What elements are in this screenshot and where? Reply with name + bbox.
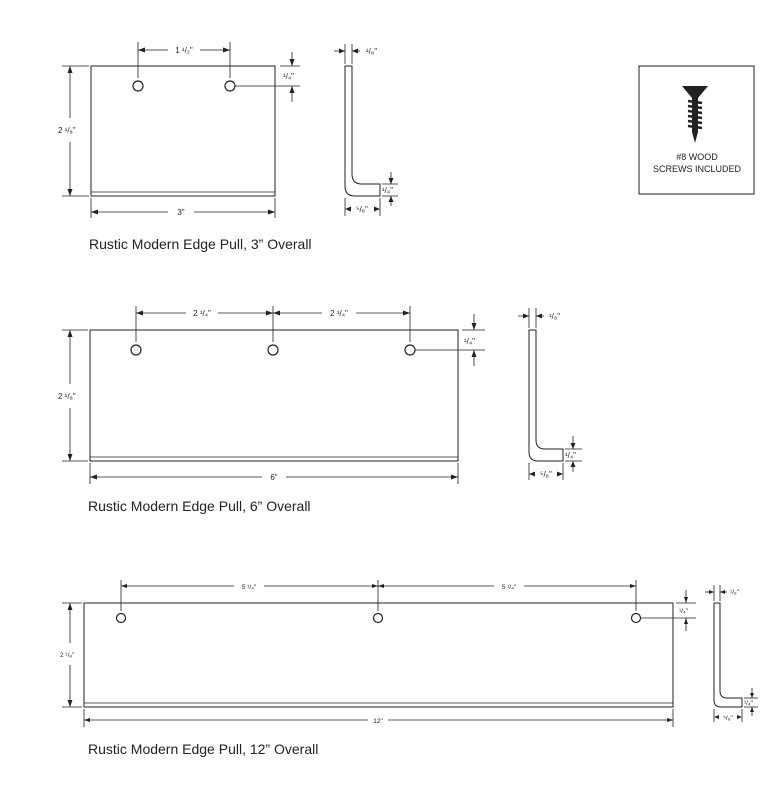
hole-spacing-label: 5 ¹/₄" [502, 584, 517, 591]
pull-12in-title: Rustic Modern Edge Pull, 12” Overall [88, 741, 318, 757]
pull-6in-width-dimension: 6" [89, 463, 459, 484]
screw-hole [630, 612, 642, 624]
screw-hole [404, 344, 416, 356]
overall-width-label: 6" [270, 473, 277, 482]
pull-12in-hole-offset-dimension: ¹/₄" [676, 590, 696, 631]
profile-lip-label: ¹/₄" [565, 451, 576, 460]
height-label: 2 ¹/₈" [60, 652, 75, 659]
screw-hole [115, 612, 127, 624]
screw-note-line2: SCREWS INCLUDED [653, 164, 742, 174]
pull-6in-hole-offset-dimension: ¹/₄" [462, 314, 485, 366]
screw-note-box: #8 WOOD SCREWS INCLUDED [638, 65, 755, 195]
pull-12in-width-dimension: 12" [83, 709, 674, 727]
pull-3in-width-dimension: 3" [90, 198, 276, 218]
pull-12in-profile-dimensions: ¹/₈" ¹/₄" ⁵/₈" [705, 585, 758, 722]
screw-hole [130, 344, 142, 356]
plate-outline [83, 602, 674, 708]
profile-thickness-label: ¹/₈" [549, 312, 560, 321]
profile-thickness-label: ¹/₈" [730, 589, 740, 596]
pull-12in-height-dimension: 2 ¹/₈" [60, 602, 82, 708]
pull-3in-side-profile [344, 65, 381, 197]
pull-6in-hole-spacing-dimension: 2 ¹/₄" 2 ¹/₄" [135, 306, 411, 342]
pull-6in-front-view [89, 329, 485, 462]
plate-outline [90, 65, 276, 197]
pull-6in-profile-dimensions: ¹/₈" ¹/₄" ⁵/₈" [518, 308, 582, 480]
hole-offset-label: ¹/₄" [283, 72, 294, 81]
pull-6in-side-profile [528, 329, 564, 462]
pull-3in-front-view [90, 65, 300, 197]
hole-offset-label: ¹/₄" [464, 337, 475, 346]
pull-3in-height-dimension: 2 ¹/₈" [58, 65, 89, 197]
wood-screw-icon [682, 86, 708, 143]
hole-spacing-label: 2 ¹/₄" [193, 309, 211, 318]
profile-depth-label: ⁵/₈" [540, 470, 552, 479]
pull-3in-profile-dimensions: ¹/₈" ¹/₄" ⁵/₈" [334, 44, 398, 216]
height-label: 2 ¹/₈" [58, 126, 76, 135]
plate-outline [89, 329, 459, 462]
profile-thickness-label: ¹/₈" [366, 47, 377, 56]
profile-depth-label: ⁵/₈" [356, 205, 368, 214]
height-label: 2 ¹/₈" [58, 392, 76, 401]
hole-spacing-label: 5 ¹/₄" [242, 584, 257, 591]
profile-depth-label: ⁵/₈" [723, 715, 733, 722]
hole-spacing-label: 1 ¹/₂" [175, 46, 193, 55]
hole-spacing-label: 2 ¹/₄" [330, 309, 348, 318]
hole-offset-label: ¹/₄" [679, 608, 689, 615]
screw-hole [267, 344, 279, 356]
pull-3in-hole-offset-dimension: ¹/₄" [280, 52, 300, 102]
overall-width-label: 12" [373, 718, 383, 725]
profile-lip-label: ¹/₄" [382, 186, 393, 195]
profile-lip-label: ¹/₄" [744, 700, 754, 707]
pull-3in-hole-spacing-dimension: 1 ¹/₂" [137, 42, 231, 78]
pull-6in-title: Rustic Modern Edge Pull, 6” Overall [88, 498, 311, 514]
pull-12in-side-profile [713, 602, 743, 708]
overall-width-label: 3" [177, 208, 184, 217]
pull-3in-title: Rustic Modern Edge Pull, 3” Overall [89, 236, 312, 252]
screw-hole [132, 80, 144, 92]
screw-hole [372, 612, 384, 624]
screw-note-line1: #8 WOOD [676, 152, 718, 162]
pull-6in-height-dimension: 2 ¹/₈" [58, 329, 88, 462]
pull-12in-hole-spacing-dimension: 5 ¹/₄" 5 ¹/₄" [120, 580, 637, 611]
pull-12in-front-view [83, 602, 696, 708]
screw-hole [224, 80, 236, 92]
